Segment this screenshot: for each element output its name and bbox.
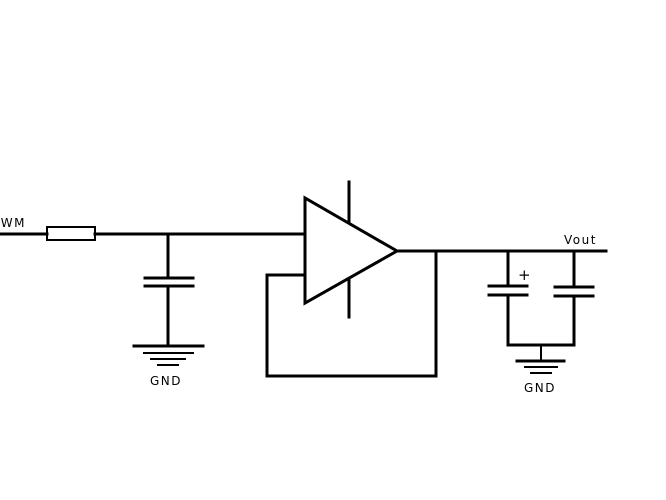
filter-capacitor (143, 232, 195, 348)
polarity-mark: + (518, 266, 531, 284)
op-amp-triangle (303, 195, 401, 306)
output-electrolytic-capacitor (487, 249, 529, 347)
ground-label-left: GND (150, 374, 182, 388)
output-label-vout: Vout (564, 233, 597, 247)
ground-symbol-left (132, 344, 205, 366)
resistor (46, 226, 96, 241)
ground-label-right: GND (524, 381, 556, 395)
feedback-wire (265, 249, 438, 378)
op-amp-buffer (303, 180, 401, 319)
input-label-pwm: PWM (0, 216, 26, 230)
output-ceramic-capacitor (553, 249, 595, 347)
ground-symbol-right (515, 345, 566, 374)
